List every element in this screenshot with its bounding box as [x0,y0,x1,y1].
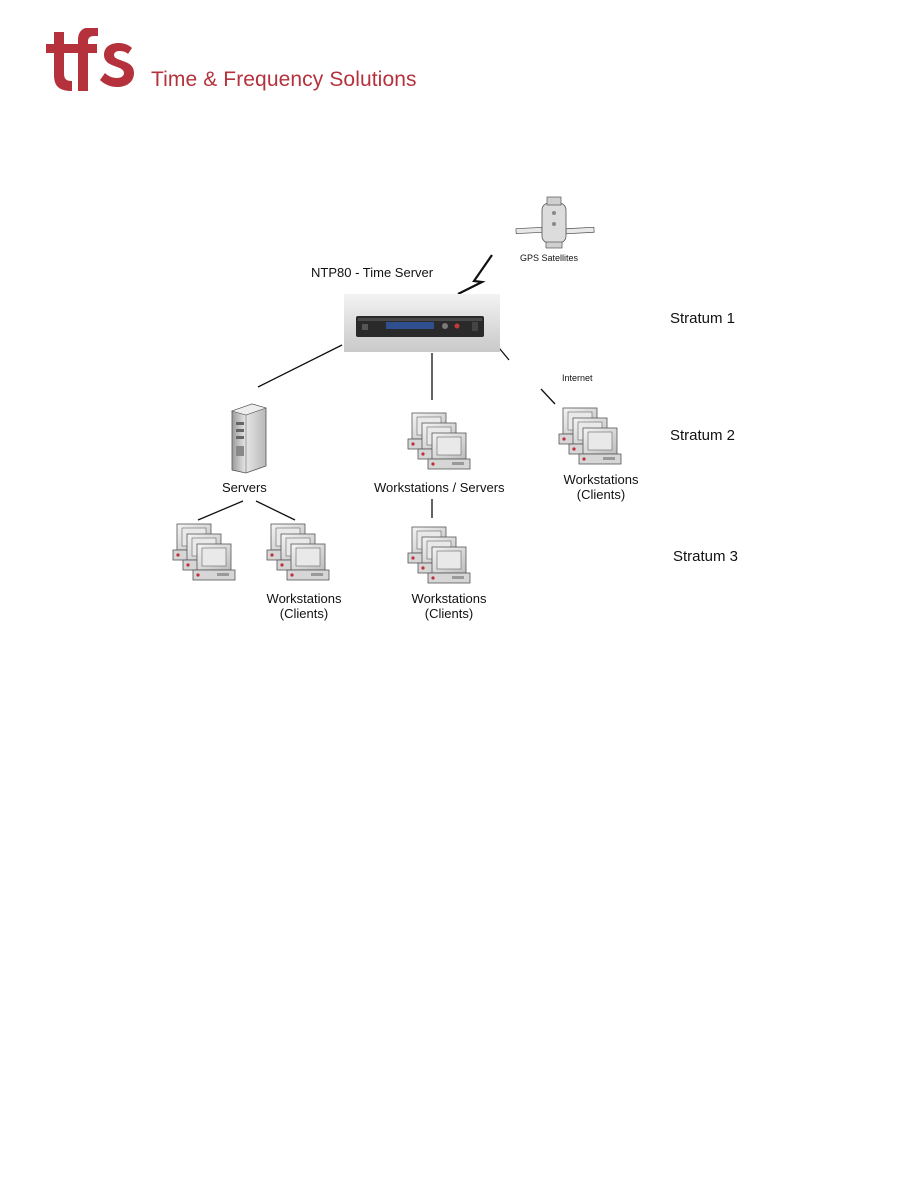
connection-lines [197,342,556,521]
stratum-1-label: Stratum 1 [670,310,736,327]
line-servers-to-right-clients [255,500,296,521]
stratum-3-label: Stratum 3 [673,548,739,565]
workstation-group-icon [173,524,235,580]
label-line-1: Workstations [411,591,487,606]
label-line-2: (Clients) [576,487,626,502]
label-line-1: Workstations [266,591,342,606]
label-line-1: Workstations [563,472,639,487]
label-line-2: (Clients) [279,606,329,621]
gps-satellites-label: GPS Satellites [520,253,579,263]
servers-clients-label: Workstations (Clients) [265,591,343,621]
rack-time-server-icon [344,294,500,352]
page-header: Time & Frequency Solutions [0,0,918,110]
workstations-clients-label: Workstations (Clients) [410,591,488,621]
line-internet-to-clients [540,388,556,405]
satellite-icon [515,196,595,249]
ntp-network-diagram [0,196,918,700]
lightning-signal-icon [457,254,493,295]
workstation-group-icon [267,524,329,580]
internet-label: Internet [562,373,593,383]
label-line-2: (Clients) [424,606,474,621]
time-server-label: NTP80 - Time Server [311,265,434,280]
workstation-group-icon [559,408,621,464]
company-name: Time & Frequency Solutions [151,68,417,91]
server-tower-icon [231,403,267,474]
internet-clients-label: Workstations (Clients) [563,472,639,502]
servers-label: Servers [222,480,267,495]
line-servers-to-left-clients [197,500,244,521]
workstation-group-icon [408,527,470,583]
line-server-to-servers [257,344,343,388]
stratum-2-label: Stratum 2 [670,427,736,444]
workstations-servers-label: Workstations / Servers [374,480,505,495]
tfs-logo [46,28,134,91]
workstation-group-icon [408,413,470,469]
